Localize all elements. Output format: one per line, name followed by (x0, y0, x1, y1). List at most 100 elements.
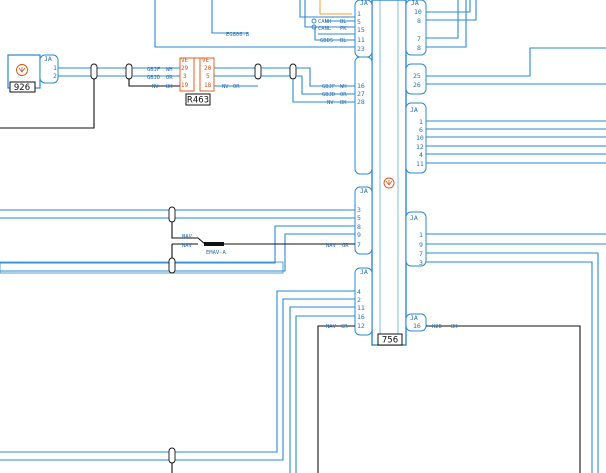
pin-r463-20: 20 (204, 65, 212, 72)
pin-ja5-12: 12 (357, 322, 365, 330)
pin-r463-29: 29 (181, 65, 189, 72)
pin-ja2-4: 4 (419, 151, 423, 159)
connector-right-mid (405, 63, 427, 95)
ja-2-label: JA (410, 106, 418, 114)
component-926-label: 926 (14, 83, 30, 93)
ja3-wires: NAV NAV EMAV-A NAV GR 3 5 8 9 7 (0, 206, 361, 274)
ja5-wires: NAV GR 4 2 11 16 12 (0, 288, 365, 473)
wire-gbd5: GBD5 (320, 38, 333, 44)
wire-color-pk: PK (340, 26, 347, 32)
pin-rtop-8a: 8 (417, 17, 421, 25)
pin-ja4-9: 9 (419, 241, 423, 249)
wire-gbjd-2: GBJD (322, 92, 335, 98)
pin-top-11: 11 (357, 36, 365, 44)
pin-ja5-16: 16 (357, 313, 365, 321)
wire-bk-1: BK (166, 84, 173, 90)
pin-rtop-8b: 8 (417, 44, 421, 52)
wire-nav-2: NAV (182, 243, 193, 249)
pin-r463-5: 5 (206, 73, 210, 80)
wires-r463-756: NV OR GBJF GBJD NV WH OR BK 16 27 28 (214, 63, 365, 106)
wire-nv-3: NV (327, 100, 334, 106)
pin-top-15: 15 (357, 26, 365, 34)
r463-right-header: VE (202, 57, 210, 64)
pin-ja3-9: 9 (357, 231, 361, 239)
wire-bk-3: BK (451, 324, 458, 330)
pin-926-1: 1 (53, 64, 57, 72)
pin-ja4-3: 3 (419, 259, 423, 267)
connector-ja-2: JA (405, 102, 427, 174)
wire-k2d: K2D (432, 324, 442, 330)
ja4-wires: 1 9 7 3 (419, 231, 606, 473)
connector-ja-mid-left (354, 56, 373, 175)
wire-gr-2: GR (341, 324, 348, 330)
wire-bk-2: BK (340, 100, 347, 106)
ja-top-right-label: JA (411, 0, 419, 7)
module-756-label: 756 (382, 336, 398, 346)
wire-nav-3: NAV (326, 243, 337, 249)
wire-canl: CANL (318, 26, 332, 32)
pin-top-23: 23 (357, 45, 365, 53)
pin-right-26: 26 (413, 81, 421, 89)
wire-wh-2: WH (340, 84, 347, 90)
wire-or-3: OR (340, 92, 347, 98)
pin-ja2-12: 12 (416, 143, 424, 151)
wire-or-1: OR (166, 75, 173, 81)
pin-926-2: 2 (53, 72, 57, 80)
module-756[interactable]: 756 (371, 0, 407, 346)
wire-gr-1: GR (342, 243, 349, 249)
wire-nav-4: NAV (326, 324, 337, 330)
wire-color-bl-1: BL (340, 19, 347, 25)
wire-gbjf-2: GBJF (322, 84, 335, 90)
pin-rtop-7: 7 (417, 35, 421, 43)
top-wires: EG806-B CANH CANL GBD5 BL PK BL 1 5 15 1… (154, 0, 365, 53)
wire-emav-a: EMAV-A (206, 250, 227, 256)
pin-top-5: 5 (357, 18, 361, 26)
pin-ja2-11: 11 (416, 160, 424, 168)
emav-shield (204, 242, 224, 246)
pin-ja6-16: 16 (413, 322, 421, 330)
pin-r463-19: 19 (181, 82, 189, 89)
connector-ja-4: JA (405, 211, 427, 267)
pin-ja5-11: 11 (357, 304, 365, 312)
pin-ja5-4: 4 (357, 288, 361, 296)
ja2-wires: 1 6 10 12 4 11 (416, 118, 606, 168)
wire-nav-1: NAV (182, 234, 193, 240)
pin-top-1: 1 (357, 10, 361, 18)
pin-ja3-3: 3 (357, 206, 361, 214)
ja-926-label: JA (44, 55, 52, 63)
ground-symbol-icon (383, 177, 395, 189)
pin-rtop-10: 10 (414, 8, 422, 16)
component-926[interactable]: 926 JA 1 2 (7, 54, 59, 93)
connector-ja-5: JA (354, 267, 373, 336)
pin-right-25: 25 (413, 72, 421, 80)
wire-gbjf-1: GBJF (147, 67, 160, 73)
wires-926-r463: GBJF GBJD NV WH OR BK (0, 63, 180, 129)
connector-ja-6: JA (405, 313, 427, 332)
ja6-wire: 16 K2D BK (413, 322, 581, 473)
pin-ja3-8: 8 (357, 223, 361, 231)
wire-canh: CANH (318, 19, 331, 25)
wire-nv-2: NV (222, 84, 229, 90)
wire-color-bl-2: BL (340, 38, 347, 44)
ja-5-label: JA (360, 268, 368, 276)
connector-ja-3: JA (354, 186, 373, 255)
pin-ja2-10: 10 (416, 134, 424, 142)
pin-r463-3: 3 (183, 73, 187, 80)
pin-mid-16: 16 (357, 82, 365, 90)
top-right-wires: 10 8 7 8 25 26 (413, 0, 606, 89)
r463-left-header: VE (181, 57, 189, 64)
connector-ja-top-right: JA (405, 0, 427, 56)
pin-ja2-6: 6 (419, 126, 423, 134)
pin-mid-28: 28 (357, 98, 365, 106)
pin-ja3-5: 5 (357, 214, 361, 222)
r463-label: R463 (187, 96, 209, 106)
pin-ja2-1: 1 (419, 118, 423, 126)
component-926-symbol-icon (16, 64, 28, 76)
wire-or-2: OR (233, 84, 240, 90)
component-r463[interactable]: VE VE 29 3 19 20 5 18 R463 (179, 57, 215, 106)
wire-wh-1: WH (166, 67, 173, 73)
pin-mid-27: 27 (357, 90, 365, 98)
wire-gbjd-1: GBJD (147, 75, 160, 81)
